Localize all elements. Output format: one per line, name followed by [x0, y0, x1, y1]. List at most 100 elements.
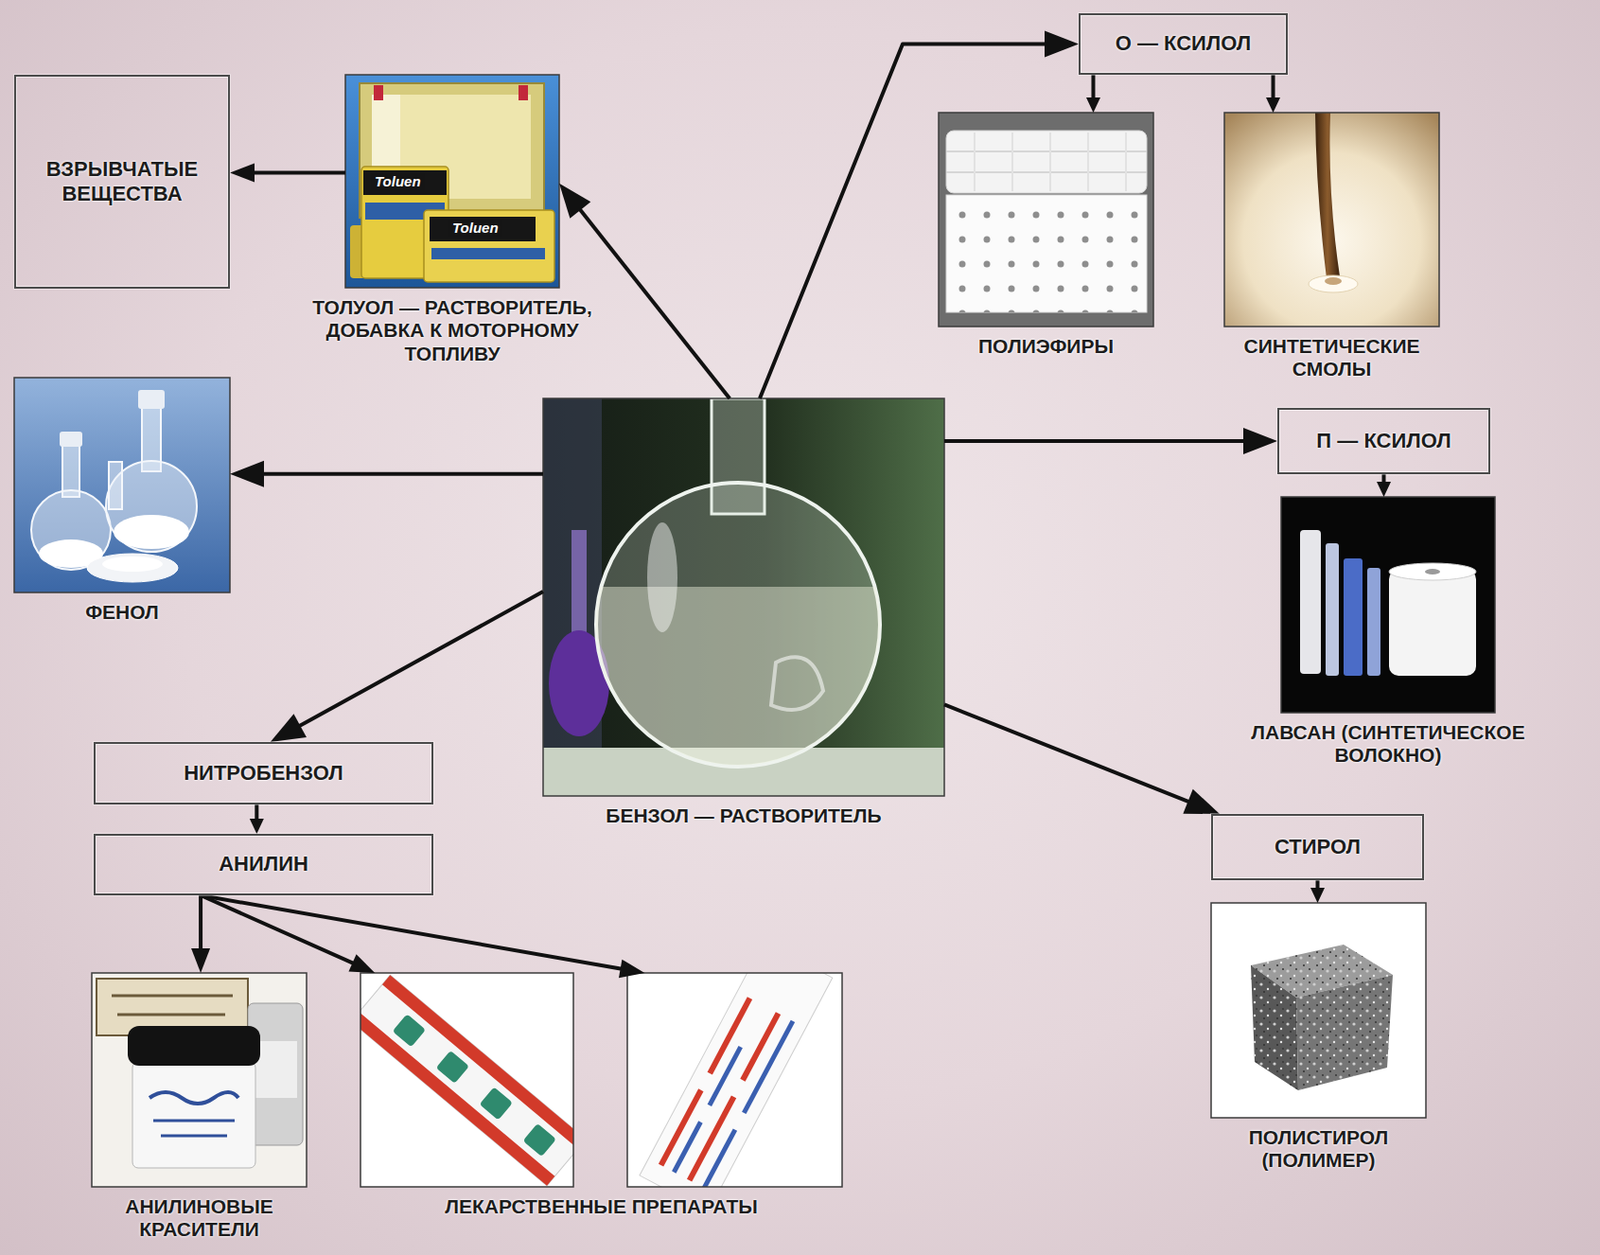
connector-group	[249, 804, 264, 834]
medicine-photo-part-part	[639, 972, 833, 1187]
box-label: АНИЛИН	[218, 851, 309, 877]
arrowhead	[1376, 481, 1391, 497]
medicine-photo-part-part-part	[739, 1011, 781, 1081]
fiber-spools-photo-part	[1300, 529, 1321, 674]
phenol-photo-part	[62, 444, 80, 497]
mattress-photo-part	[938, 112, 1154, 327]
medicine-photo-part-part-part	[702, 1127, 738, 1187]
dye-jar-photo-part	[91, 972, 307, 1187]
connector-group	[200, 895, 645, 978]
phenol-photo-part	[102, 556, 163, 572]
caption-block: ЛАВСАН (СИНТЕТИЧЕСКОЕ ВОЛОКНО)	[1217, 720, 1559, 768]
fiber-spools-photo-part	[1389, 562, 1477, 581]
connector-group	[1086, 74, 1101, 113]
toluene-photo-part	[373, 85, 384, 101]
mattress-photo-part	[974, 132, 1126, 192]
phenol-photo-part	[105, 460, 197, 552]
benzene-flask-photo-part	[571, 529, 587, 644]
connector-group	[559, 183, 730, 399]
connector-group	[200, 895, 375, 973]
box-label: НИТРОБЕНЗОЛ	[183, 760, 344, 786]
resin-photo-part	[1324, 277, 1342, 285]
medicine-photo-part	[627, 972, 843, 1187]
fiber-spools-photo-part	[1389, 569, 1477, 676]
image-node: АНИЛИНОВЫЕ КРАСИТЕЛИ	[91, 972, 307, 1187]
image-caption: ЛЕКАРСТВЕННЫЕ ПРЕПАРАТЫ	[355, 1195, 848, 1218]
dye-jar-photo-part	[149, 1091, 239, 1104]
image-caption: ПОЛИЭФИРЫ	[923, 334, 1170, 358]
phenol-photo-part	[14, 377, 230, 593]
image-caption: БЕНЗОЛ — РАСТВОРИТЕЛЬ	[516, 804, 971, 827]
benzene-flask-photo-part	[596, 482, 880, 767]
benzene-flask-photo	[543, 398, 945, 796]
toluene-photo-part	[371, 94, 531, 199]
medicine-photo-part-part	[360, 974, 574, 1186]
phenol-photo-part	[59, 431, 83, 447]
arrowhead	[270, 713, 307, 742]
mattress-photo-part	[946, 194, 1147, 313]
image-caption: АНИЛИНОВЫЕ КРАСИТЕЛИ	[86, 1195, 314, 1242]
medicine-photo-part-part-part	[707, 1045, 743, 1107]
arrowhead	[1265, 97, 1281, 113]
arrowhead	[559, 183, 591, 219]
can-label: Toluen	[370, 173, 425, 191]
image-node: ЛАВСАН (СИНТЕТИЧЕСКОЕ ВОЛОКНО)	[1281, 496, 1495, 713]
toluene-photo-part	[431, 247, 546, 260]
arrow-line	[298, 591, 544, 727]
benzene-flask-photo-part	[543, 398, 945, 796]
fiber-spools-photo-part	[1367, 567, 1381, 676]
foam-cube-photo-part	[1250, 965, 1299, 1091]
fiber-spools-photo-part	[1424, 568, 1441, 575]
phenol-photo-part	[14, 377, 230, 593]
arrowhead	[618, 959, 645, 979]
arrow-line	[200, 895, 355, 965]
connector-group	[1265, 74, 1281, 113]
dye-jar-photo-part	[132, 1061, 256, 1168]
toluene-photo-part	[518, 85, 528, 101]
medicine-photo-part	[360, 974, 574, 1186]
box-label: П — КСИЛОЛ	[1316, 428, 1451, 454]
benzene-flask-photo-part	[647, 522, 678, 633]
medicine-photo-part	[360, 972, 574, 1187]
mattress-photo-part	[946, 194, 1147, 313]
dye-jar-photo-part	[247, 1002, 303, 1145]
resin-photo-part	[1308, 275, 1358, 293]
connector-group	[944, 427, 1278, 455]
toluene-photo	[345, 74, 560, 288]
arrowhead	[1243, 427, 1278, 455]
arrow-line	[579, 208, 731, 399]
arrowhead	[1086, 97, 1101, 113]
caption-block: СИНТЕТИЧЕСКИЕ СМОЛЫ	[1218, 334, 1446, 382]
image-node: БЕНЗОЛ — РАСТВОРИТЕЛЬ	[543, 398, 945, 796]
connector-group	[229, 163, 346, 183]
benzene-flask-photo-part	[771, 656, 824, 710]
phenol-photo-part	[31, 490, 111, 570]
arrow-line	[200, 895, 624, 969]
fiber-spools-photo-part	[1343, 558, 1363, 676]
resin-photo-part	[1224, 112, 1440, 327]
fiber-spools-photo-part	[1281, 496, 1495, 713]
resin-photo	[1224, 112, 1440, 327]
image-node: ЛЕКАРСТВЕННЫЕ ПРЕПАРАТЫ	[360, 972, 843, 1187]
mattress-photo-part	[938, 112, 1154, 327]
benzene-flask-photo-part	[543, 398, 602, 796]
toluene-photo-part	[429, 216, 536, 242]
phenol-photo-part	[87, 553, 178, 582]
phenol-photo-part	[113, 514, 190, 549]
mattress-photo-part	[946, 151, 1147, 173]
phenol-photo-part	[138, 389, 165, 409]
image-node: ПОЛИСТИРОЛ (ПОЛИМЕР)	[1211, 902, 1426, 1118]
medicine-photo-part-part-part	[523, 1123, 557, 1157]
image-caption: СИНТЕТИЧЕСКИЕ СМОЛЫ	[1218, 334, 1446, 382]
dye-jar-photo-part	[111, 995, 233, 1015]
medicine-photo	[351, 941, 843, 1213]
foam-cube-photo-part	[1296, 974, 1393, 1091]
arrow-line	[251, 171, 346, 176]
image-caption: ФЕНОЛ	[17, 600, 227, 624]
connector-group	[270, 591, 544, 742]
medicine-photo-part-part-part	[436, 1050, 470, 1084]
fiber-spools-photo	[1281, 496, 1495, 713]
medicine-photo-part-part-part	[639, 972, 833, 1187]
